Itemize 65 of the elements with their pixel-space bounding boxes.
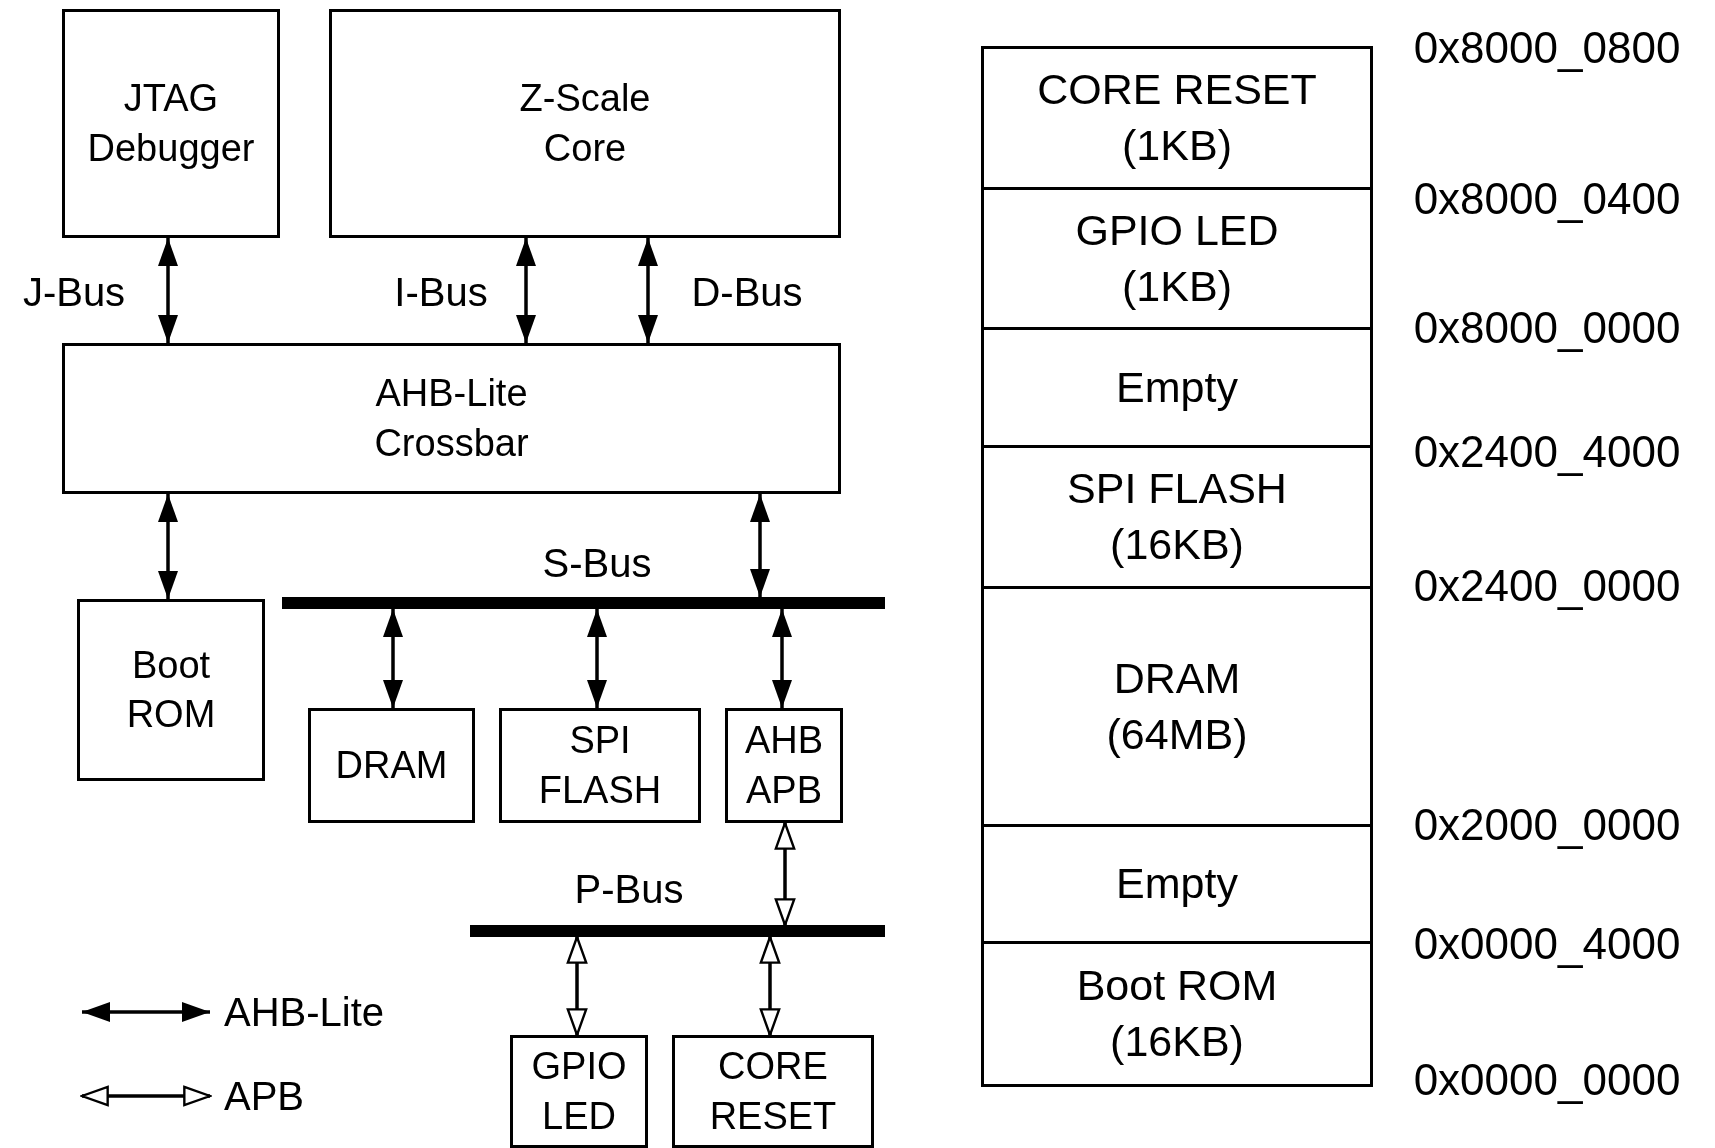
block-label: CORE RESET — [708, 1044, 838, 1139]
block-label: (1KB) — [1122, 120, 1232, 171]
block-label: Z-Scale Core — [518, 76, 652, 171]
memory-region — [981, 445, 1373, 589]
bus-arrow — [158, 238, 178, 343]
edge-label: J-Bus — [22, 269, 126, 315]
block-label: SPI FLASH — [1067, 463, 1287, 515]
bus-arrow — [750, 494, 770, 597]
address-label: 0x8000_0800 — [1413, 23, 1681, 73]
block-label: CORE RESET — [1037, 64, 1317, 116]
memory-region — [981, 824, 1373, 944]
block-label: (16KB) — [1110, 519, 1244, 570]
block-label: (16KB) — [1110, 1016, 1244, 1067]
bus-arrow — [383, 609, 403, 708]
block-label: Empty — [1116, 858, 1238, 910]
block-box — [62, 343, 841, 494]
block-label: GPIO LED — [530, 1044, 628, 1139]
memory-region — [981, 941, 1373, 1087]
legend-label: AHB-Lite — [224, 989, 385, 1035]
bus-arrow — [566, 935, 588, 1037]
bus-arrow — [516, 238, 536, 343]
block-box — [499, 708, 701, 823]
block-box — [77, 599, 265, 781]
address-label: 0x0000_0000 — [1413, 1055, 1681, 1105]
block-box — [672, 1035, 874, 1148]
block-box — [510, 1035, 648, 1148]
block-box — [62, 9, 280, 238]
edge-label: I-Bus — [394, 269, 488, 315]
block-box — [725, 708, 843, 823]
edge-label: D-Bus — [691, 269, 803, 315]
bus-bar — [470, 925, 885, 937]
bus-arrow — [587, 609, 607, 708]
block-box — [329, 9, 841, 238]
memory-region — [981, 327, 1373, 448]
block-label: Boot ROM — [125, 642, 217, 737]
block-label: (64MB) — [1106, 708, 1248, 760]
bus-label: P-Bus — [574, 866, 684, 912]
address-label: 0x8000_0000 — [1413, 303, 1681, 353]
memory-region — [981, 187, 1373, 330]
address-label: 0x0000_4000 — [1413, 919, 1681, 969]
bus-arrow — [759, 935, 781, 1037]
block-label: DRAM — [1113, 652, 1241, 704]
bus-bar — [282, 597, 885, 609]
block-label: AHB APB — [743, 718, 825, 813]
block-label: SPI FLASH — [537, 718, 663, 813]
bus-label: S-Bus — [542, 540, 652, 586]
block-label: (1KB) — [1122, 260, 1232, 312]
block-label: Empty — [1116, 361, 1238, 413]
memory-region — [981, 46, 1373, 190]
address-label: 0x2400_4000 — [1413, 427, 1681, 477]
bus-arrow — [774, 821, 796, 927]
bus-arrow — [638, 238, 658, 343]
legend-label: APB — [224, 1073, 305, 1119]
address-label: 0x8000_0400 — [1413, 174, 1681, 224]
block-box — [308, 708, 475, 823]
address-label: 0x2400_0000 — [1413, 561, 1681, 611]
block-label: Boot ROM — [1076, 960, 1278, 1012]
block-label: AHB-Lite Crossbar — [373, 371, 530, 466]
bus-arrow — [772, 609, 792, 708]
address-label: 0x2000_0000 — [1413, 800, 1681, 850]
memory-region — [981, 586, 1373, 827]
block-label: DRAM — [335, 742, 448, 788]
block-label: GPIO LED — [1075, 204, 1279, 256]
block-label: JTAG Debugger — [86, 76, 256, 171]
bus-arrow — [158, 494, 178, 599]
